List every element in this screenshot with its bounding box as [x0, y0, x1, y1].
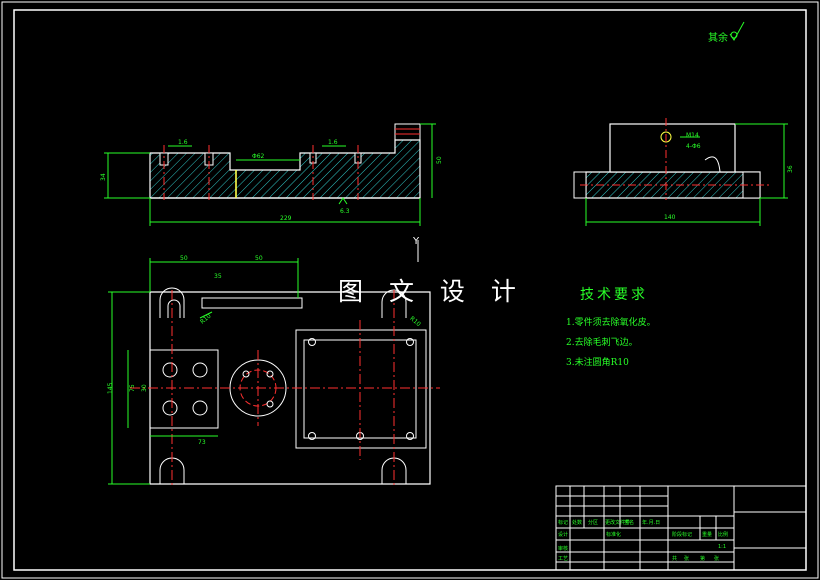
- tech-requirement-item: 3.未注圆角R10: [566, 358, 629, 368]
- tb-cell-9: 重量: [702, 531, 712, 538]
- plan-dim-radius-1: R10: [199, 313, 213, 326]
- side-view: M14 4-Φ6 36 140: [573, 118, 794, 226]
- tb-cell-0: 标记: [558, 519, 568, 526]
- tech-requirement-item: 1.零件须去除氧化皮。: [566, 318, 656, 328]
- plan-dim-radius-2: R10: [408, 315, 422, 328]
- tb-cell-2: 分区: [588, 519, 598, 526]
- tb-cell-10: 比例: [718, 531, 728, 538]
- front-top-block: [394, 123, 421, 141]
- front-view: 1.6 1.6 Φ62 34 50 6.3 229: [100, 123, 443, 226]
- tb-cell-17: 张: [714, 555, 719, 562]
- tb-cell-12: 审核: [558, 545, 568, 552]
- front-dim-roughness-1: 1.6: [178, 139, 188, 146]
- side-dim-holes: 4-Φ6: [686, 143, 701, 150]
- tb-cell-14: 共: [672, 555, 677, 562]
- plan-view: Y: [107, 236, 440, 486]
- title-block: [555, 485, 807, 571]
- roughness-note: 其余: [708, 33, 728, 44]
- plan-axis-label: Y: [412, 236, 420, 247]
- tb-cell-11: 1:1: [718, 544, 726, 550]
- front-dim-right-height: 50: [436, 156, 443, 164]
- tb-cell-7: 标准化: [606, 531, 621, 538]
- plan-dim-3: 35: [214, 273, 222, 280]
- tech-requirements-list: 1.零件须去除氧化皮。 2.去除毛刺飞边。 3.未注圆角R10: [566, 313, 656, 373]
- title-block-text: 标记 处数 分区 更改文件号 签名 年.月.日 设计 标准化 阶段标记 重量 比…: [558, 519, 728, 562]
- plan-dim-hole-spacing: 30: [141, 384, 148, 392]
- front-dim-bore: Φ62: [252, 153, 265, 160]
- tb-cell-4: 签名: [624, 519, 634, 526]
- plan-left-pocket: [149, 349, 219, 429]
- plan-dim-height: 145: [107, 382, 114, 394]
- front-dim-height: 34: [100, 173, 107, 181]
- tb-cell-16: 第: [700, 555, 705, 562]
- watermark-text: 图 文 设 计: [338, 277, 525, 306]
- front-dim-length: 229: [280, 215, 292, 222]
- tech-requirements-title: 技术要求: [580, 287, 648, 303]
- plan-right-frame: [295, 329, 427, 449]
- tech-requirement-item: 2.去除毛刺飞边。: [566, 338, 638, 348]
- tb-cell-1: 处数: [572, 519, 582, 526]
- tb-cell-3: 更改文件号: [605, 519, 630, 526]
- tb-cell-15: 张: [684, 555, 689, 562]
- side-dim-height: 36: [787, 165, 794, 173]
- tb-cell-8: 阶段标记: [672, 531, 692, 538]
- tb-cell-6: 设计: [558, 531, 568, 538]
- plan-dim-pocket: 75: [129, 384, 136, 392]
- plan-dim-2: 50: [255, 255, 263, 262]
- side-dim-thread: M14: [686, 132, 699, 139]
- front-view-outline: [149, 139, 421, 199]
- tb-cell-13: 工艺: [558, 556, 568, 562]
- side-dim-width: 140: [664, 214, 676, 221]
- side-top-block: [609, 123, 736, 173]
- tb-cell-5: 年.月.日: [642, 519, 660, 526]
- plan-dim-1: 50: [180, 255, 188, 262]
- plan-dim-pocket-width: 73: [198, 439, 206, 446]
- front-dim-roughness-3: 6.3: [340, 208, 350, 215]
- front-dim-roughness-2: 1.6: [328, 139, 338, 146]
- inner-frame: [13, 9, 807, 571]
